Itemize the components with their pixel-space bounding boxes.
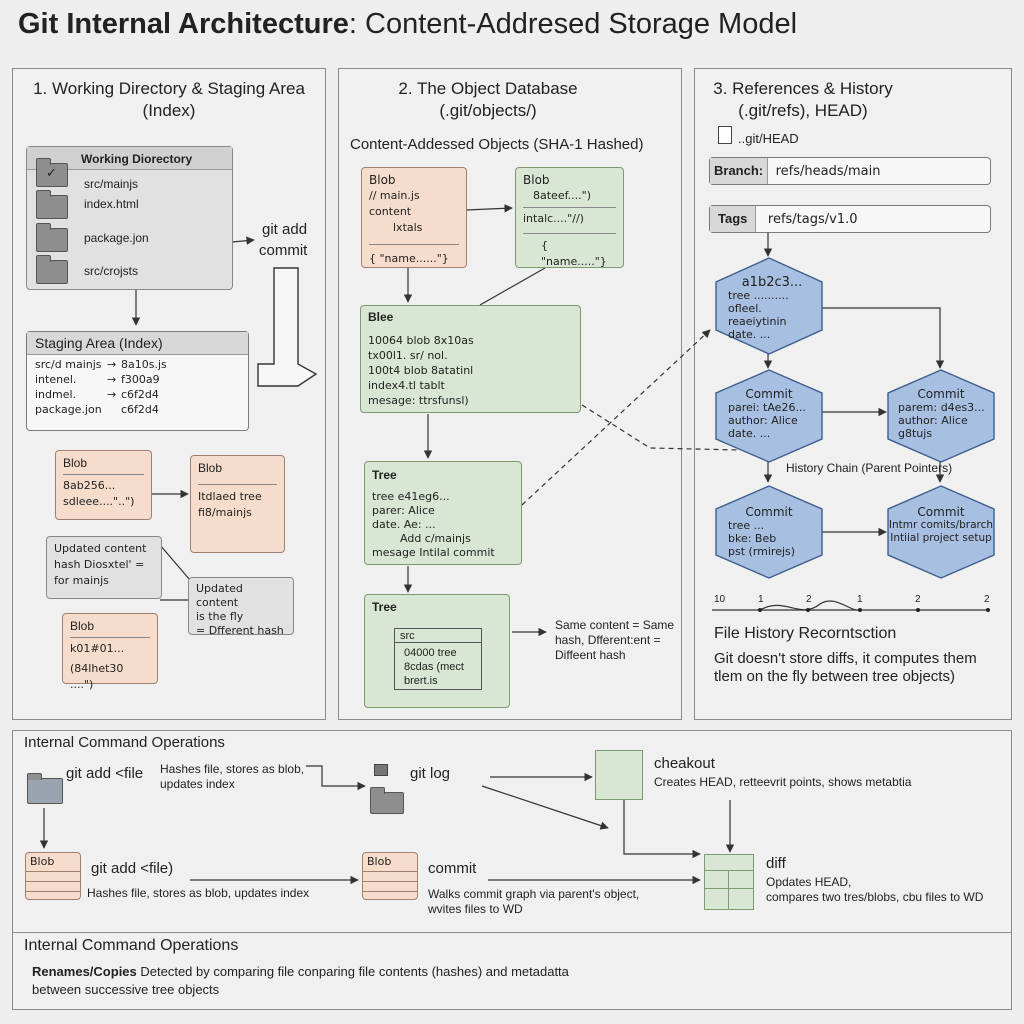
branch-ref-box[interactable]: Branch: refs/heads/main xyxy=(709,157,991,185)
diff-command[interactable]: diff xyxy=(766,855,786,872)
reconstruction-text: Git doesn't store diffs, it computes the… xyxy=(714,650,977,685)
timeline-label: 2 xyxy=(984,594,990,605)
staging-area-box: Staging Area (Index) src/d mainjs→8a10s.… xyxy=(26,331,249,431)
folder-icon xyxy=(36,223,68,252)
footer-text: Renames/Copies Detected by comparing fil… xyxy=(32,964,569,979)
blob-box: Blob // main.js content lxtals { "name..… xyxy=(361,167,467,268)
updated-content-note: Updated content hash Diosxtel' = for mai… xyxy=(46,536,162,599)
head-file-label: ..git/HEAD xyxy=(738,131,799,146)
tree-object-box: Tree tree e41eg6... parer: Alice date. A… xyxy=(364,461,522,565)
history-chain-label: History Chain (Parent Pointers) xyxy=(786,461,953,475)
tags-ref-value: refs/tags/v1.0 xyxy=(767,212,858,227)
footer-text: between successive tree objects xyxy=(32,982,220,997)
working-directory-header: Working Diorectory xyxy=(27,147,232,170)
blob-box: Blob Itdlaed tree fi8/mainjs xyxy=(190,455,285,553)
staging-row: indmel.→c6f2d4 xyxy=(35,388,159,401)
file-icon xyxy=(718,126,732,144)
git-add-desc: Hashes file, stores as blob, xyxy=(160,762,305,776)
file-entry[interactable]: index.html xyxy=(84,197,139,211)
commit-hex[interactable]: Commit parem: d4es3... author: Alice g8t… xyxy=(898,387,985,441)
checkout-command[interactable]: cheakout xyxy=(654,755,715,772)
panel2-title: 2. The Object Database(.git/objects/) xyxy=(398,79,578,120)
blob-box: Blob 8ab256... sdleee...."..") xyxy=(55,450,152,520)
footer-divider xyxy=(12,932,1012,933)
commit-hex[interactable]: Commit Intmr comits/brarch Intiial proje… xyxy=(888,505,994,545)
page-title: Git Internal Architecture: Content-Addre… xyxy=(18,8,798,40)
commit-desc: Walks commit graph via parent's object, xyxy=(428,887,640,901)
timeline-label: 2 xyxy=(806,594,812,605)
panel1-title: 1. Working Directory & Staging Area(Inde… xyxy=(33,79,305,120)
commit-hex[interactable]: Commit tree ... bke: Beb pst (rmirejs) xyxy=(728,505,796,559)
same-content-note: Diffeent hash xyxy=(555,648,626,662)
staging-area-header: Staging Area (Index) xyxy=(27,332,248,355)
commit-hex-head[interactable]: a1b2c3... tree .......... ofleel. reaeiy… xyxy=(728,275,803,341)
blob-box: Blob k01#01... (84lhet30 ....") xyxy=(62,613,158,691)
blob-icon-box: Blob xyxy=(25,852,81,900)
same-content-note: Same content = Same xyxy=(555,618,675,632)
commit-command[interactable]: commit xyxy=(428,860,477,877)
branch-ref-value: refs/heads/main xyxy=(775,164,881,179)
tags-ref-label: Tags xyxy=(710,206,757,232)
ops-title: Internal Command Operations xyxy=(24,734,225,751)
updated-content-note: Updated content is the fly = Dfferent ha… xyxy=(188,577,294,637)
commit-desc: wvites files to WD xyxy=(428,902,523,916)
git-log-command[interactable]: git log xyxy=(410,765,451,782)
staging-row: intenel.→f300a9 xyxy=(35,373,160,386)
blob-icon-box: Blob xyxy=(362,852,418,900)
commit-hex[interactable]: Commit parei: tAe26... author: Alice dat… xyxy=(728,387,806,441)
folder-icon xyxy=(370,787,404,814)
timeline-label: 1 xyxy=(758,594,764,605)
branch-ref-label: Branch: xyxy=(710,158,769,184)
git-add-label: git add xyxy=(262,221,308,238)
timeline-label: 1 xyxy=(857,594,863,605)
git-add-file-desc: Hashes file, stores as blob, updates ind… xyxy=(87,886,310,900)
src-tree-label: src xyxy=(400,630,415,642)
file-entry[interactable]: package.jon xyxy=(84,231,149,245)
panel2-subtitle: Content-Addessed Objects (SHA-1 Hashed) xyxy=(350,136,644,153)
git-add-command[interactable]: git add <file xyxy=(66,765,144,782)
timeline-label: 2 xyxy=(915,594,921,605)
timeline-label: 10 xyxy=(714,594,726,605)
tags-ref-box[interactable]: Tags refs/tags/v1.0 xyxy=(709,205,991,233)
checkmark-icon: ✓ xyxy=(46,165,57,180)
folder-checked-icon xyxy=(36,158,68,187)
checkout-box[interactable] xyxy=(595,750,643,800)
diff-desc: compares two tres/blobs, cbu files to WD xyxy=(766,890,984,904)
file-entry[interactable]: src/crojsts xyxy=(84,264,138,278)
footer-title: Internal Command Operations xyxy=(24,937,239,954)
commit-label: commit xyxy=(259,242,308,259)
folder-icon xyxy=(36,190,68,219)
folder-icon xyxy=(36,255,68,284)
file-entry[interactable]: src/mainjs xyxy=(84,177,139,191)
staging-row: src/d mainjs→8a10s.js xyxy=(35,358,167,371)
git-add-desc: updates index xyxy=(160,777,235,791)
src-tree-inner-box xyxy=(394,628,482,690)
blee-object-box: Blee 10064 blob 8x10as tx00l1. sr/ nol. … xyxy=(360,305,581,413)
monitor-icon xyxy=(374,764,388,776)
panel3-title: 3. References & History(.git/refs), HEAD… xyxy=(713,79,893,120)
diff-desc: Opdates HEAD, xyxy=(766,875,852,889)
blob-box: Blob 8ateef....") intalc...."//) { "name… xyxy=(515,167,624,268)
diff-box[interactable] xyxy=(704,854,754,910)
folder-icon xyxy=(27,773,63,804)
git-add-file-command[interactable]: git add <file) xyxy=(91,860,174,877)
reconstruction-title: File History Recorntsction xyxy=(714,625,897,642)
same-content-note: hash, Dfferent:ent = xyxy=(555,633,661,647)
checkout-desc: Creates HEAD, retteevrit points, shows m… xyxy=(654,775,912,789)
